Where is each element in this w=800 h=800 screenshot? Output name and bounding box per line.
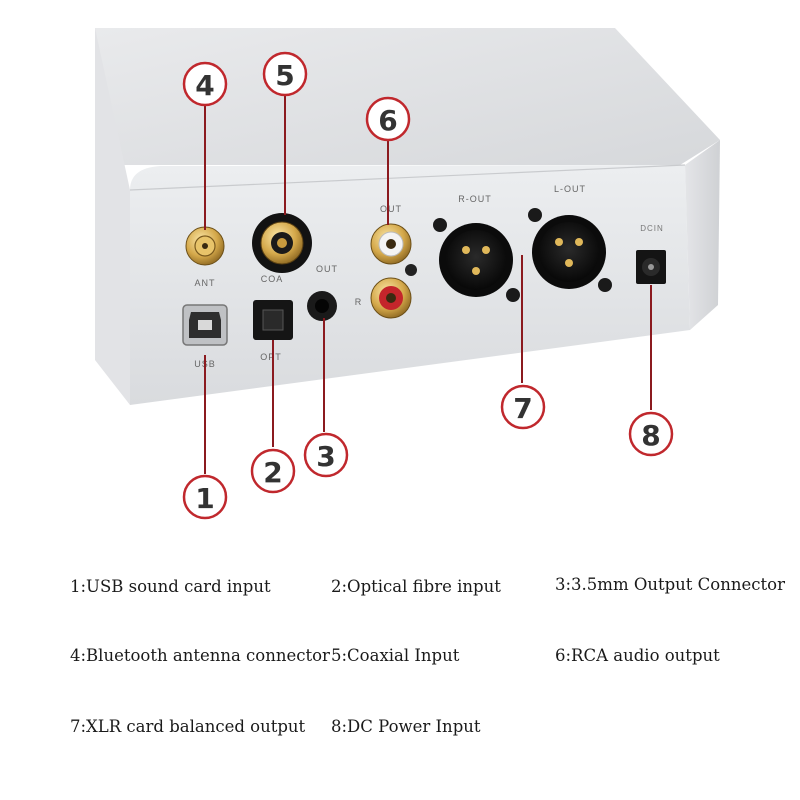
label-rca-r: R	[355, 297, 362, 307]
device-left-edge	[95, 28, 130, 405]
legend-item-7: 7:XLR card balanced output	[70, 717, 306, 736]
xlr-left-connector	[528, 208, 612, 292]
svg-text:7: 7	[513, 392, 532, 425]
svg-text:3: 3	[316, 440, 335, 473]
coaxial-connector	[252, 213, 312, 273]
legend-item-6: 6:RCA audio output	[555, 646, 720, 665]
headphone-jack	[307, 291, 337, 321]
legend-item-4: 4:Bluetooth antenna connector	[70, 646, 330, 665]
label-r-out: R-OUT	[458, 194, 492, 204]
legend: 1:USB sound card input 2:Optical fibre i…	[0, 560, 800, 800]
svg-text:6: 6	[378, 104, 397, 137]
antenna-connector	[185, 226, 225, 266]
legend-item-5: 5:Coaxial Input	[331, 646, 460, 665]
device-right-side	[685, 140, 720, 330]
rca-left-jack	[370, 223, 412, 265]
screw	[405, 264, 417, 276]
callout-5: 5	[262, 51, 308, 97]
label-dcin: DCIN	[640, 224, 664, 233]
callout-6: 6	[365, 96, 411, 142]
dc-power-jack	[636, 250, 666, 284]
svg-text:4: 4	[195, 69, 214, 102]
label-ant: ANT	[195, 278, 216, 288]
label-out-35: OUT	[316, 264, 338, 274]
device-top-face	[95, 28, 720, 165]
legend-item-1: 1:USB sound card input	[70, 577, 271, 596]
leader-lines	[204, 96, 652, 474]
label-rca-out: OUT	[380, 204, 402, 214]
label-coa: COA	[261, 274, 284, 284]
callout-1: 1	[182, 474, 228, 520]
xlr-right-connector	[433, 218, 520, 302]
callout-7: 7	[500, 384, 546, 430]
callout-3: 3	[303, 432, 349, 478]
legend-item-3: 3:3.5mm Output Connector	[555, 575, 785, 594]
callout-8: 8	[628, 411, 674, 457]
svg-text:8: 8	[641, 419, 660, 452]
callout-4: 4	[182, 61, 228, 107]
svg-text:1: 1	[195, 482, 214, 515]
rca-right-jack	[370, 277, 412, 319]
optical-connector	[253, 300, 293, 340]
svg-text:2: 2	[263, 456, 282, 489]
label-opt: OPT	[260, 352, 282, 362]
svg-text:5: 5	[275, 59, 294, 92]
label-l-out: L-OUT	[554, 184, 586, 194]
callout-2: 2	[250, 448, 296, 494]
legend-item-2: 2:Optical fibre input	[331, 577, 501, 596]
legend-item-8: 8:DC Power Input	[331, 717, 481, 736]
usb-b-connector	[182, 304, 228, 346]
callouts: 1 2 3 4 5 6 7 8	[182, 51, 674, 520]
